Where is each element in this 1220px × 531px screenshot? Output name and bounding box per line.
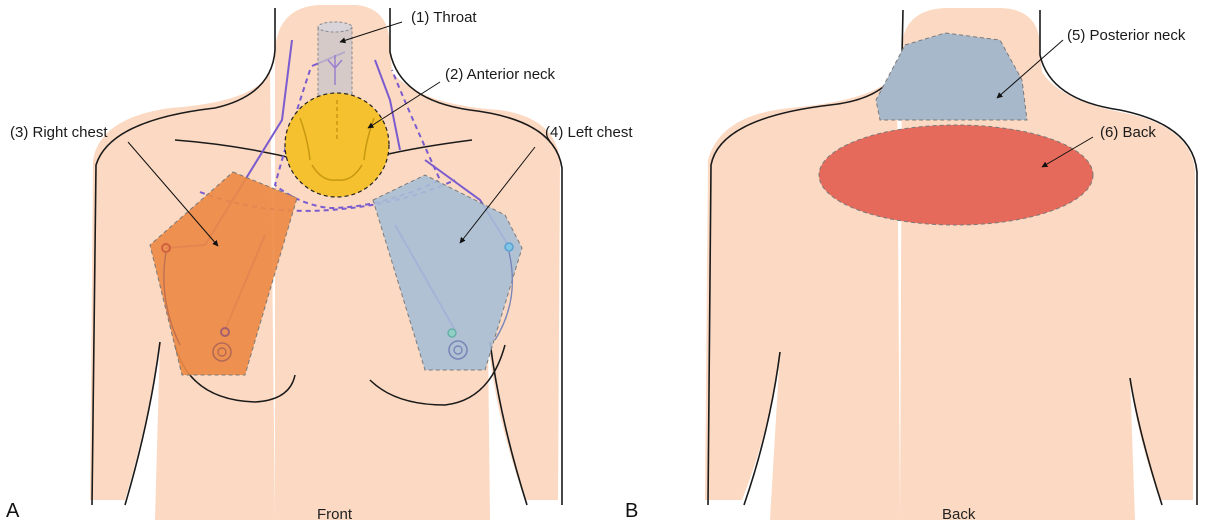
back-caption: Back: [942, 506, 975, 523]
back-label: (6) Back: [1100, 124, 1156, 141]
left-chest-label: (4) Left chest: [545, 124, 633, 141]
panel-a-letter: A: [6, 500, 19, 523]
posterior-neck-label: (5) Posterior neck: [1067, 27, 1185, 44]
anterior-neck-region: [285, 93, 389, 197]
back-region: [819, 125, 1093, 225]
panel-b-letter: B: [625, 500, 638, 523]
anterior-neck-label: (2) Anterior neck: [445, 66, 555, 83]
front-caption: Front: [317, 506, 352, 523]
right-chest-label: (3) Right chest: [10, 124, 108, 141]
throat-label: (1) Throat: [411, 9, 477, 26]
throat-region: [318, 22, 352, 98]
